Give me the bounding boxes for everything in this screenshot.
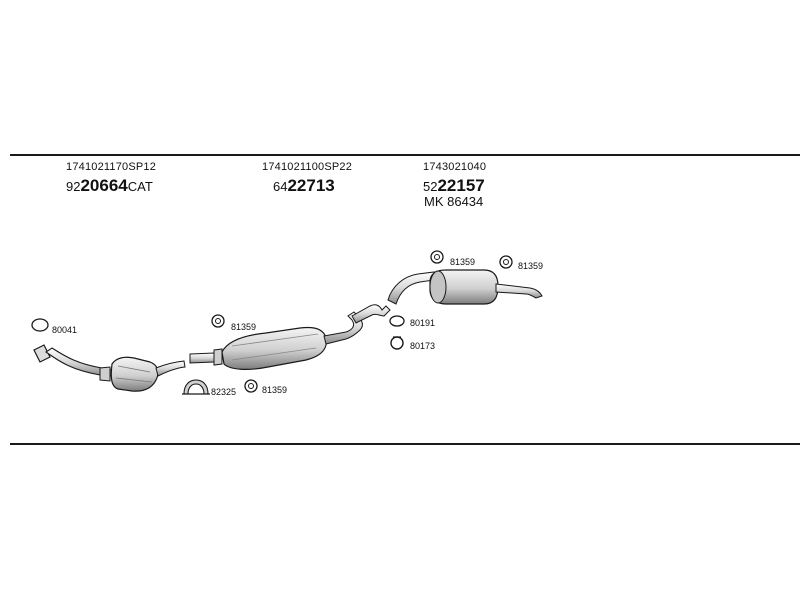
rear-silencer [387, 269, 543, 305]
ref-main-2: 22713 [287, 176, 335, 195]
label-81359-lower: 81359 [262, 385, 288, 395]
clamp-81359-lower-icon [244, 379, 258, 393]
ref-mk-3: MK 86434 [424, 194, 484, 209]
label-80173: 80173 [410, 341, 436, 351]
ring-80191-icon [389, 315, 405, 327]
front-pipe-catalyst [33, 344, 186, 392]
label-81359-rear-left: 81359 [450, 257, 476, 267]
label-80041: 80041 [52, 325, 78, 335]
clamp-81359-icon [211, 314, 225, 328]
label-81359-middle: 81359 [231, 322, 257, 332]
ref-prefix-1: 92 [66, 179, 81, 194]
label-82325: 82325 [211, 387, 237, 397]
ref-code-1: 1741021170SP12 [66, 161, 157, 173]
ref-prefix-2: 64 [273, 179, 288, 194]
ref-number-3: 5222157 [423, 177, 485, 196]
ref-code-2: 1741021100SP22 [262, 161, 353, 173]
ref-main-1: 20664 [80, 176, 128, 195]
bracket-82325-icon [182, 379, 210, 395]
ref-main-3: 22157 [437, 176, 485, 195]
ref-prefix-3: 52 [423, 179, 438, 194]
ring-80173-icon [390, 336, 404, 350]
ref-code-3: 1743021040 [423, 161, 487, 173]
ref-number-1: 9220664CAT [66, 177, 153, 196]
top-divider [10, 154, 800, 156]
clamp-81359-rear-left-icon [430, 250, 444, 264]
bottom-divider [10, 443, 800, 445]
label-81359-rear-right: 81359 [518, 261, 544, 271]
label-80191: 80191 [410, 318, 436, 328]
ref-suffix-1: CAT [127, 179, 153, 194]
clamp-81359-rear-right-icon [499, 255, 513, 269]
middle-silencer [189, 304, 391, 370]
ref-number-2: 6422713 [273, 177, 335, 196]
gasket-80041-icon [31, 318, 49, 332]
